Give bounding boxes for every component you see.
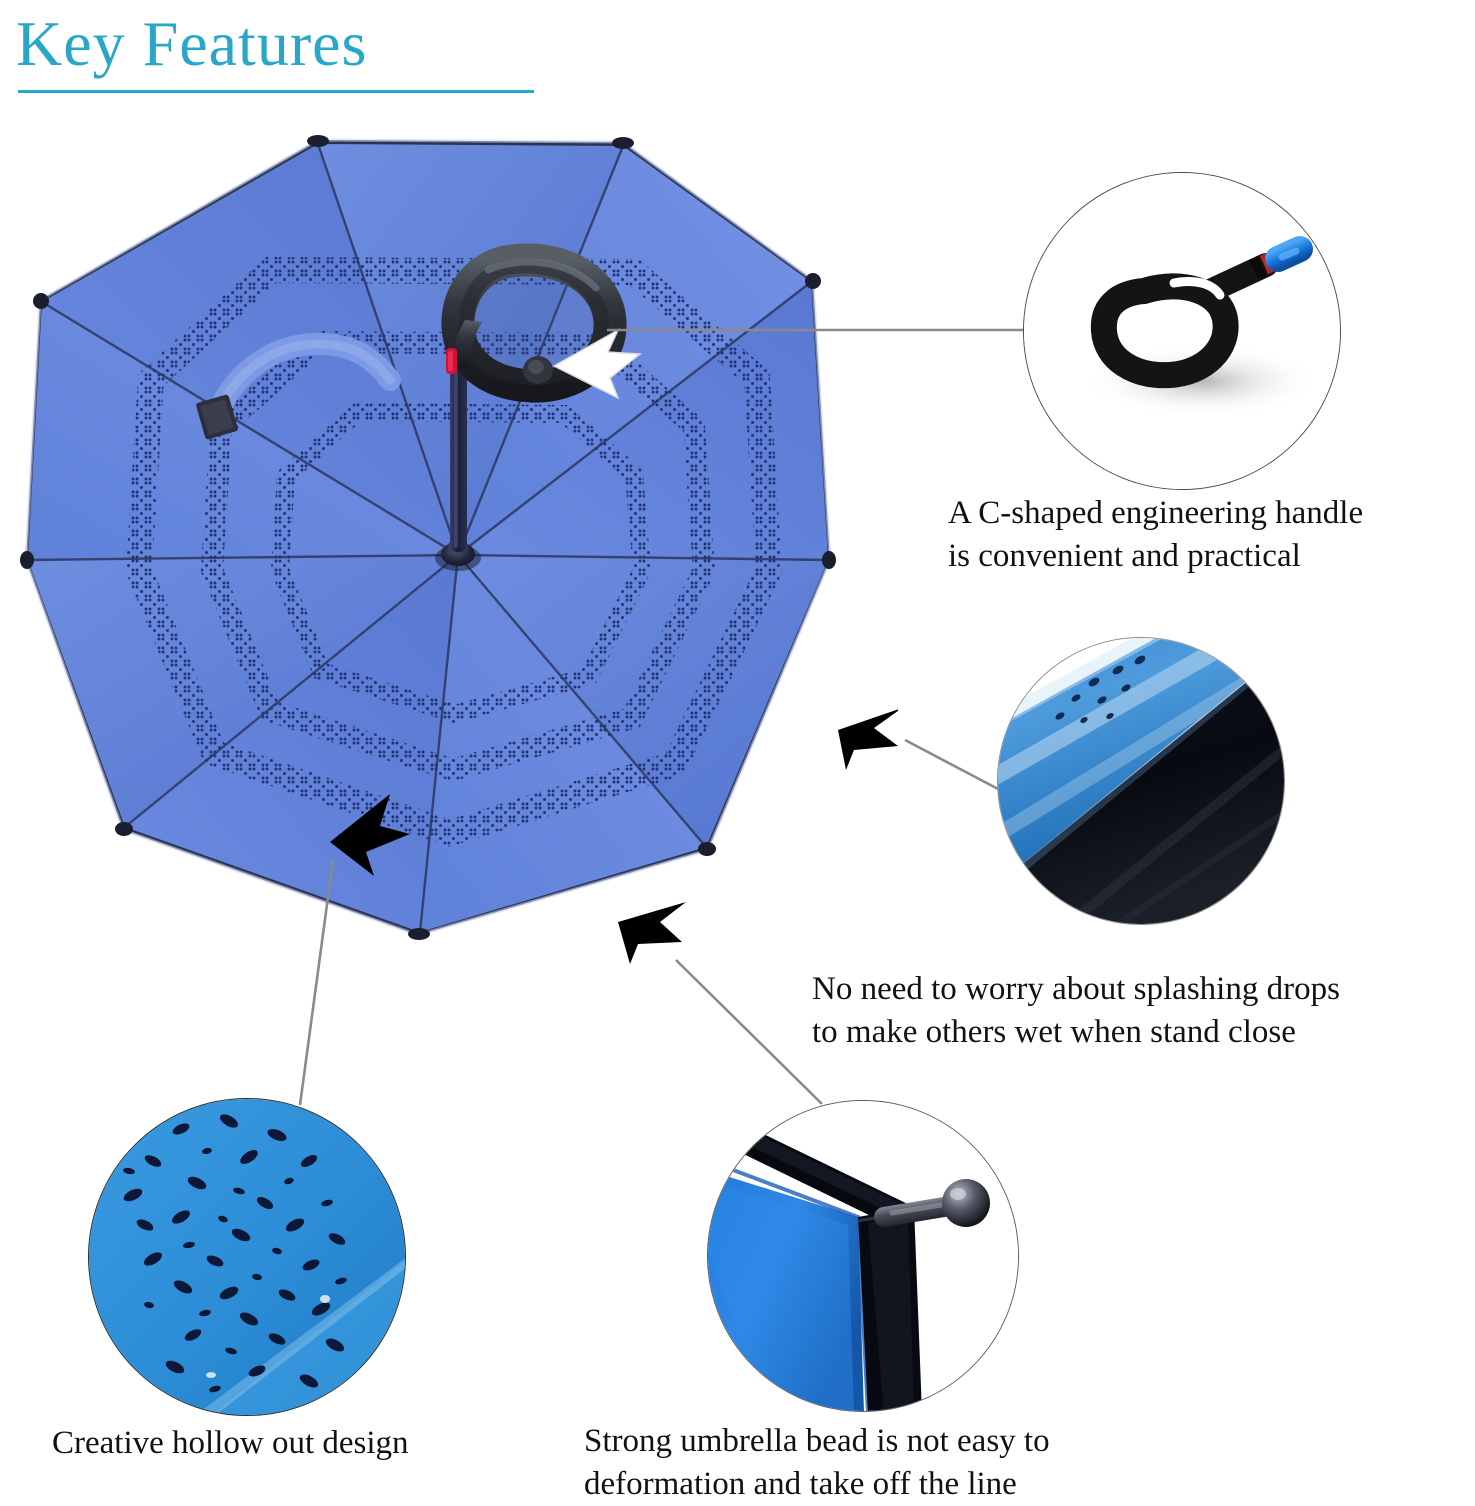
perforation-holes — [123, 1114, 347, 1393]
inset-fabric-bands — [997, 637, 1285, 925]
black-arrow-hollow — [330, 794, 410, 876]
caption-line: No need to worry about splashing drops — [812, 971, 1340, 1007]
title-underline — [18, 90, 534, 93]
inset-umbrella-bead — [707, 1100, 1019, 1412]
canopy-perforation-bands — [125, 256, 783, 847]
umbrella-bead-closeup-illustration — [708, 1101, 1018, 1411]
leader-line-splash — [904, 738, 1001, 792]
caption-line: Strong umbrella bead is not easy to — [584, 1423, 1050, 1459]
fabric-bands-closeup-illustration — [998, 638, 1284, 924]
black-arrow-bead — [618, 902, 686, 964]
umbrella-main-photo — [18, 130, 898, 970]
caption-line: Creative hollow out design — [52, 1425, 409, 1461]
canopy-edge-highlight — [24, 138, 832, 937]
page-title-block: Key Features — [16, 6, 576, 93]
canopy-rib-tips — [20, 135, 836, 940]
caption-umbrella-bead: Strong umbrella bead is not easy to defo… — [584, 1420, 1204, 1506]
caption-line: to make others wet when stand close — [812, 1014, 1296, 1050]
caption-splashing-drops: No need to worry about splashing drops t… — [812, 968, 1472, 1054]
caption-line: is convenient and practical — [948, 538, 1301, 574]
caption-hollow-out-design: Creative hollow out design — [52, 1422, 552, 1465]
caption-line: deformation and take off the line — [584, 1466, 1017, 1502]
page-title: Key Features — [16, 8, 368, 79]
umbrella-canopy-illustration — [20, 135, 898, 964]
caption-line: A C-shaped engineering handle — [948, 495, 1364, 531]
umbrella-bead-tip — [874, 1179, 990, 1227]
leader-line-bead — [675, 959, 823, 1105]
velcro-patch — [196, 394, 238, 440]
caption-c-shaped-handle: A C-shaped engineering handle is conveni… — [948, 492, 1475, 578]
inset-c-shaped-handle — [1023, 172, 1341, 490]
c-shaped-handle-closeup-illustration — [1024, 173, 1340, 489]
inset-hollow-out-design — [88, 1098, 406, 1416]
carry-strap — [196, 332, 401, 440]
black-arrow-splash — [838, 709, 898, 770]
hollow-out-closeup-illustration — [89, 1099, 405, 1415]
canopy-rib-seams — [27, 143, 829, 933]
umbrella-shaft — [450, 340, 467, 552]
